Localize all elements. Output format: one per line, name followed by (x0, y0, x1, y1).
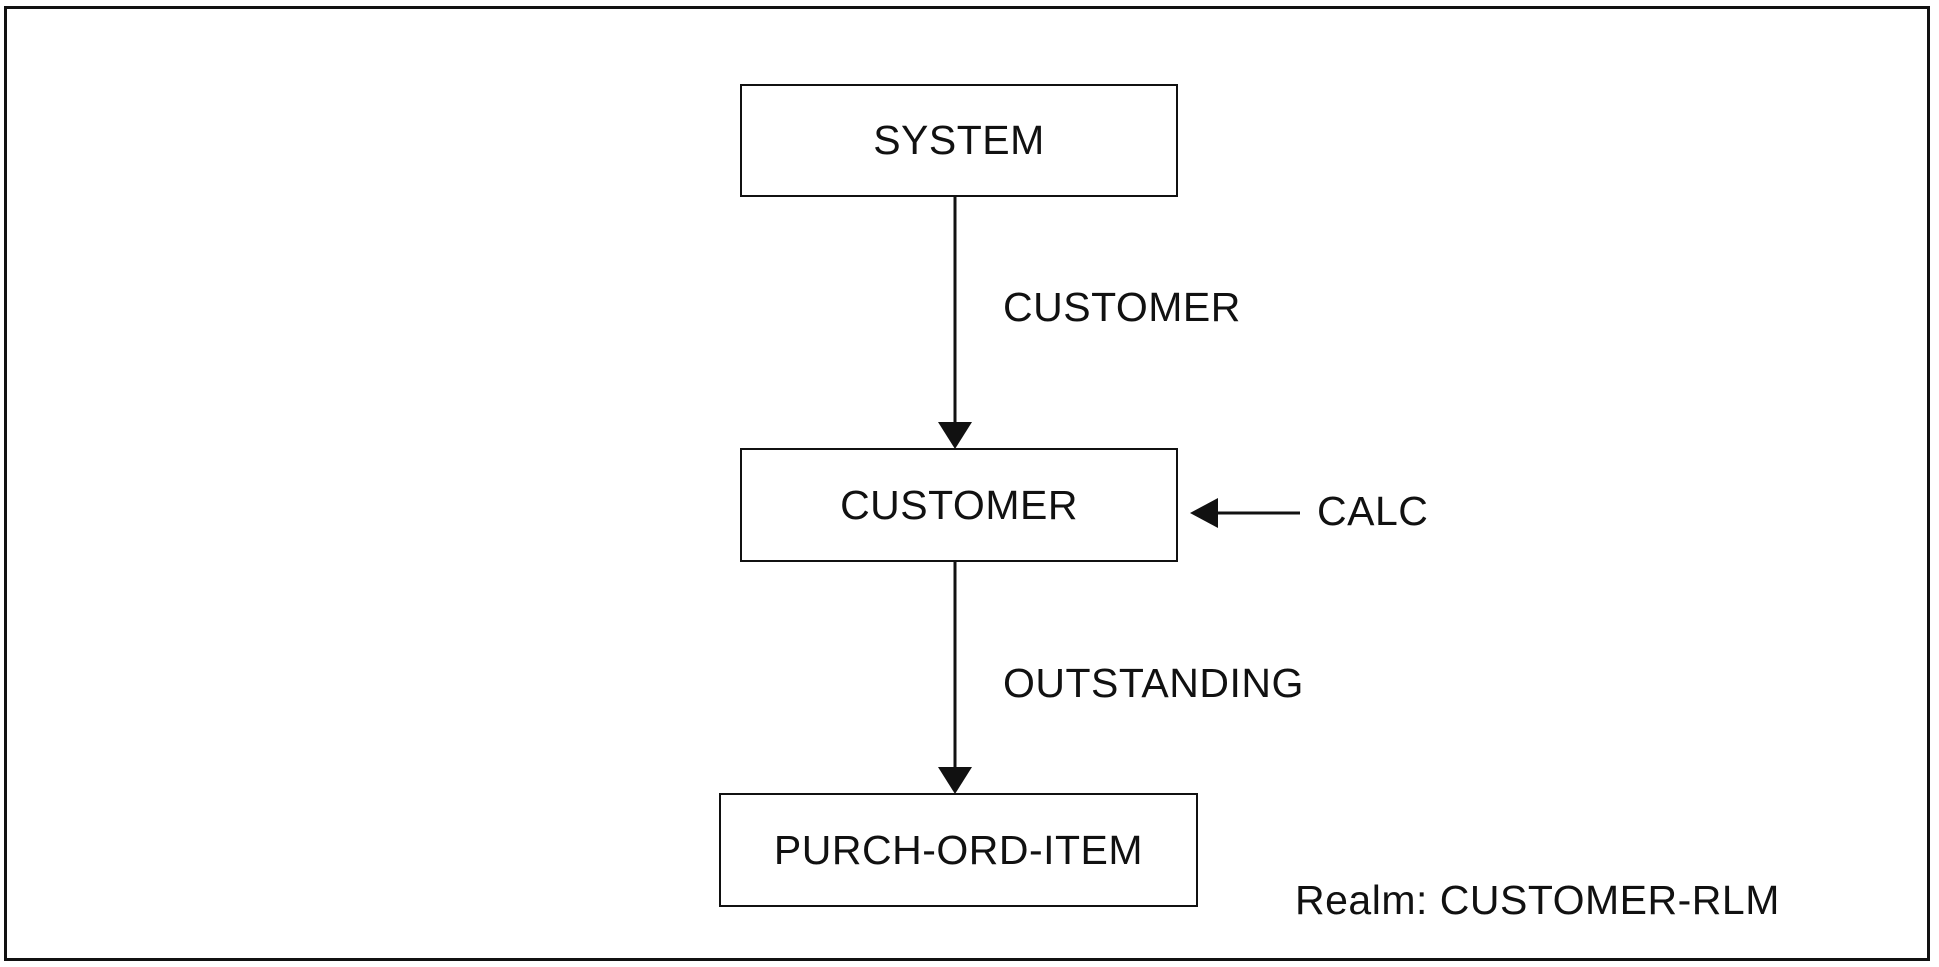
outstanding-set-label: OUTSTANDING (1003, 660, 1304, 706)
realm-label: Realm: CUSTOMER-RLM (1295, 877, 1780, 923)
customer-set-label: CUSTOMER (1003, 284, 1241, 330)
calc-label: CALC (1317, 488, 1429, 534)
customer-record-label: CUSTOMER (840, 481, 1078, 528)
purch-ord-item-record-label: PURCH-ORD-ITEM (773, 826, 1144, 873)
purch-ord-item-record-box: PURCH-ORD-ITEM (719, 793, 1198, 907)
system-record-label: SYSTEM (873, 117, 1045, 163)
customer-record-box: CUSTOMER (740, 448, 1178, 562)
system-record-box: SYSTEM (740, 84, 1178, 197)
